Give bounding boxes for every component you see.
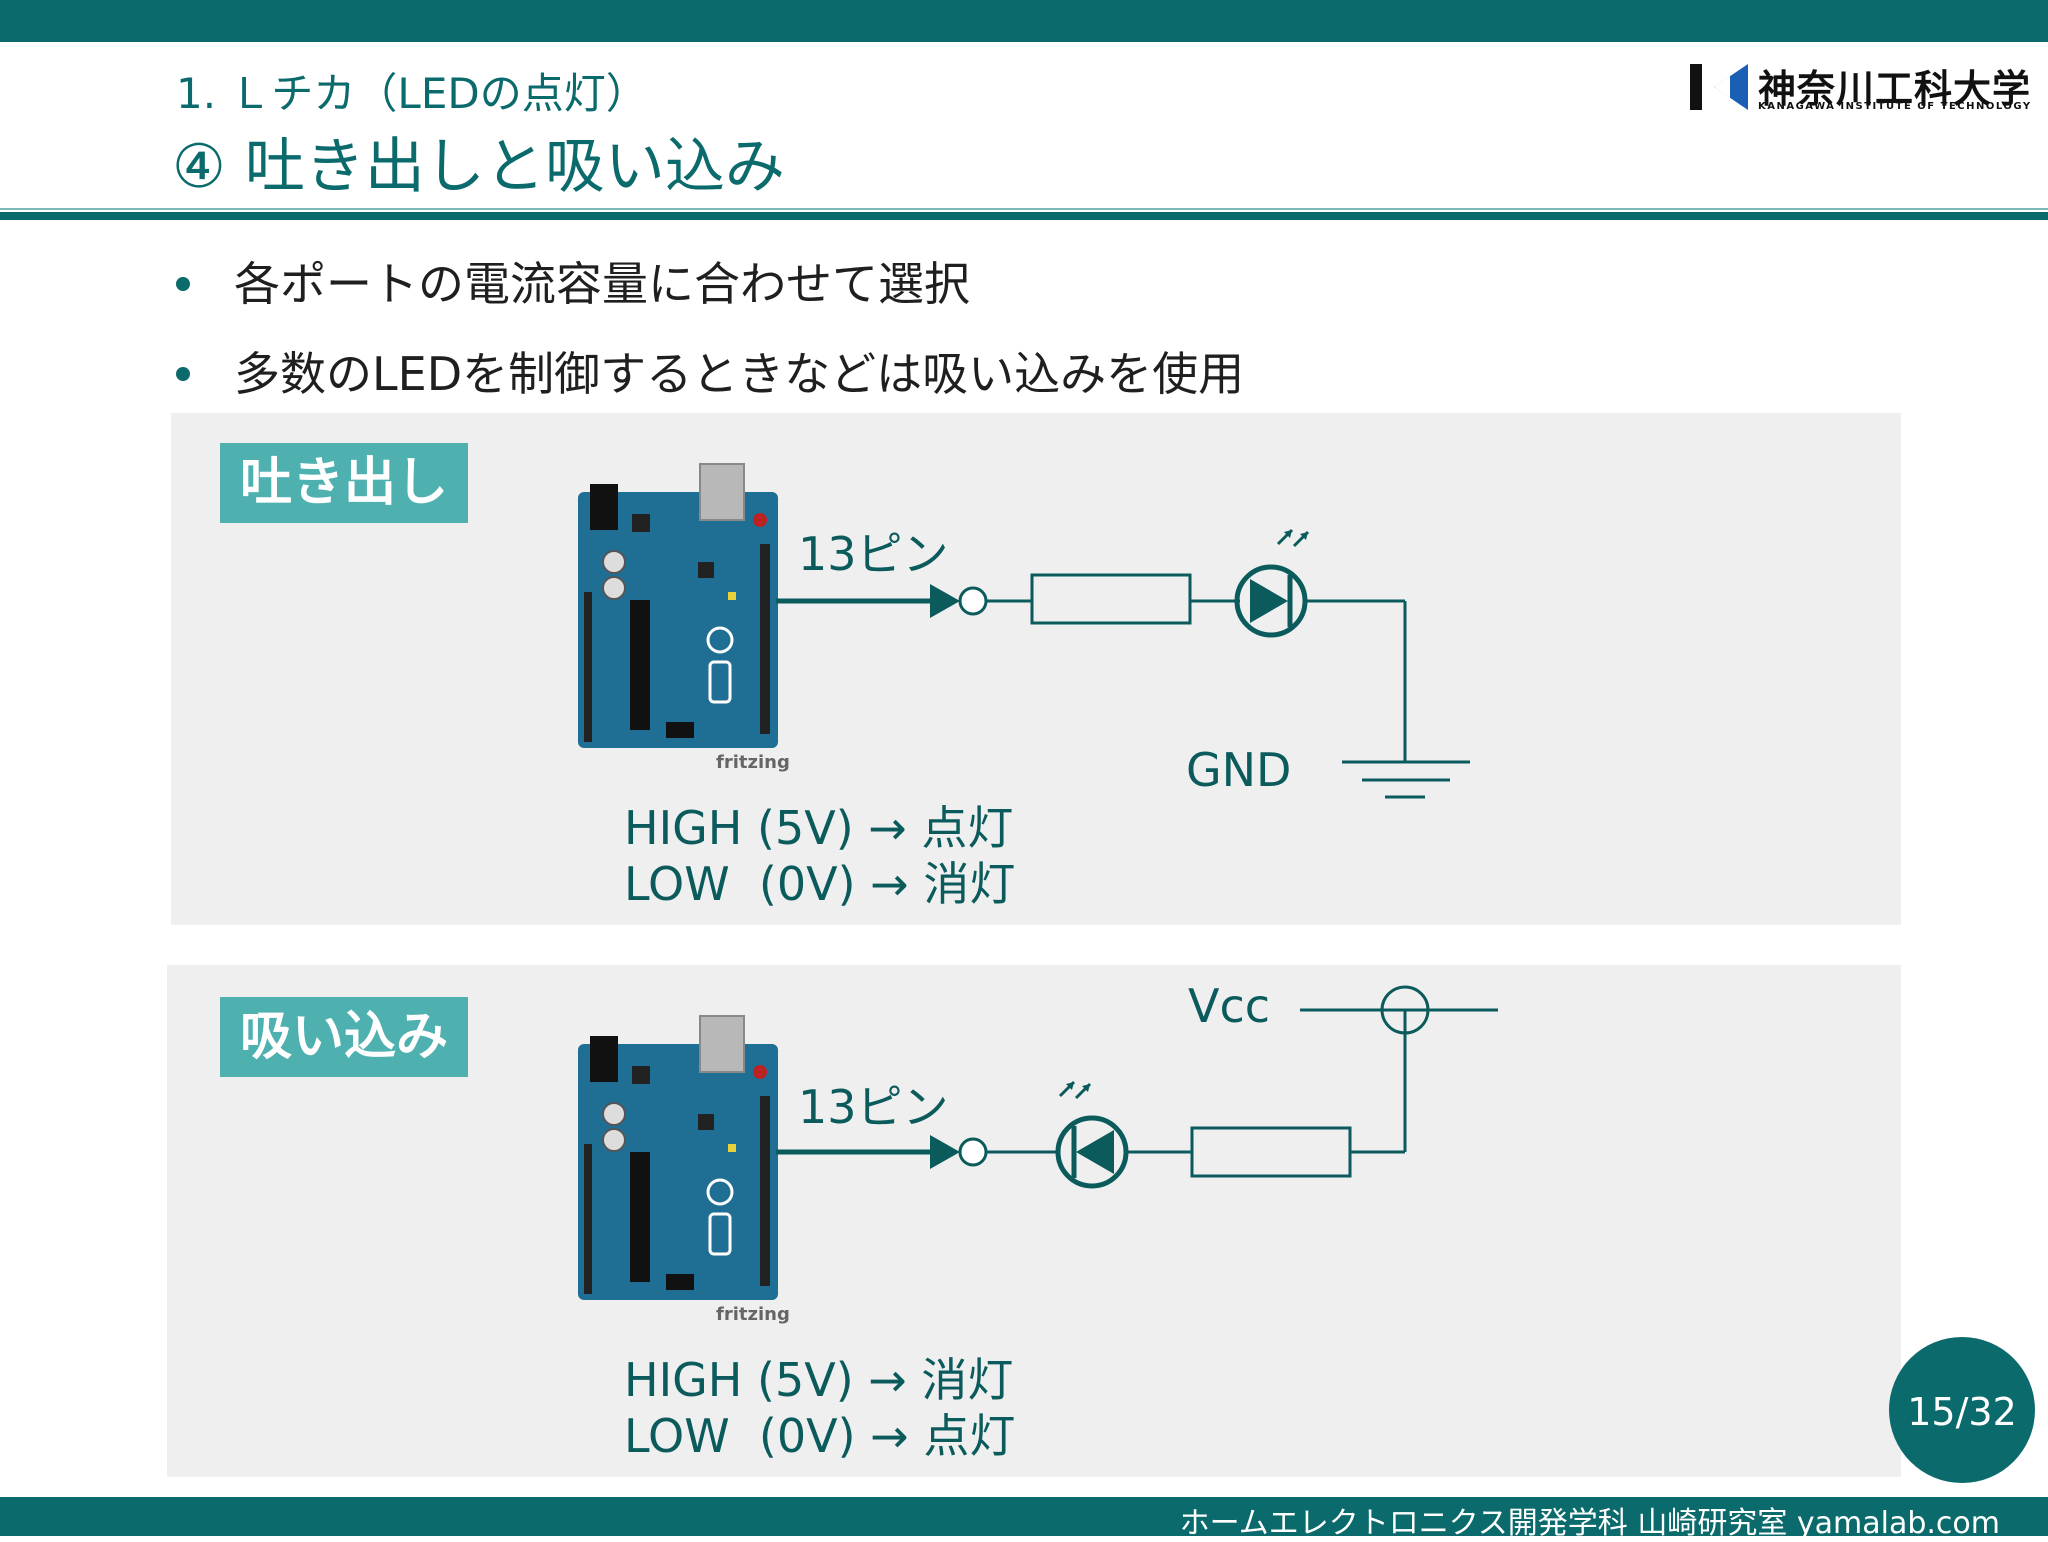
sink-high-line: HIGH (5V) → 消灯 [624,1353,1014,1407]
sink-pin-label: 13ピン [798,1080,949,1134]
slide-title: ④ 吐き出しと吸い込み [172,132,785,202]
footer-text: ホームエレクトロニクス開発学科 山崎研究室 yamalab.com [1179,1506,2000,1541]
university-name: 神奈川工科大学 [1758,67,2032,111]
vcc-label: Vcc [1188,979,1271,1033]
source-circuit [776,564,1470,799]
page-number-badge [1889,1337,2035,1483]
header-divider-thin [0,208,2048,210]
university-name-english: KANAGAWA INSTITUTE OF TECHNOLOGY [1758,101,2032,112]
source-board-caption: fritzing [716,752,790,773]
page-number: 15/32 [1907,1390,2017,1434]
sink-low-line: LOW (0V) → 点灯 [624,1409,1016,1463]
arduino-board-sink [576,1014,780,1302]
header-divider [0,212,2048,220]
source-tag: 吐き出し [220,443,468,523]
bullet-dot-icon [176,366,190,381]
led-light-arrows-icon [1058,1080,1092,1100]
bullet-dot-icon [176,276,190,291]
led-light-arrows-icon [1276,528,1310,548]
top-bar [0,0,2048,42]
university-logo-icon [1690,64,1748,110]
ground-label: GND [1186,743,1292,797]
sink-tag: 吸い込み [220,997,468,1077]
source-high-line: HIGH (5V) → 点灯 [624,801,1014,855]
source-pin-label: 13ピン [798,527,949,581]
bullet-item: 各ポートの電流容量に合わせて選択 [176,248,970,314]
sink-board-caption: fritzing [716,1304,790,1325]
arduino-board-source [576,462,780,750]
footer-bar [0,1497,2048,1536]
slide-subtitle: 1. Ｌチカ（LEDの点灯） [176,69,648,118]
sink-circuit [776,985,1498,1189]
source-low-line: LOW (0V) → 消灯 [624,857,1016,911]
bullet-item: 多数のLEDを制御するときなどは吸い込みを使用 [176,338,1244,404]
